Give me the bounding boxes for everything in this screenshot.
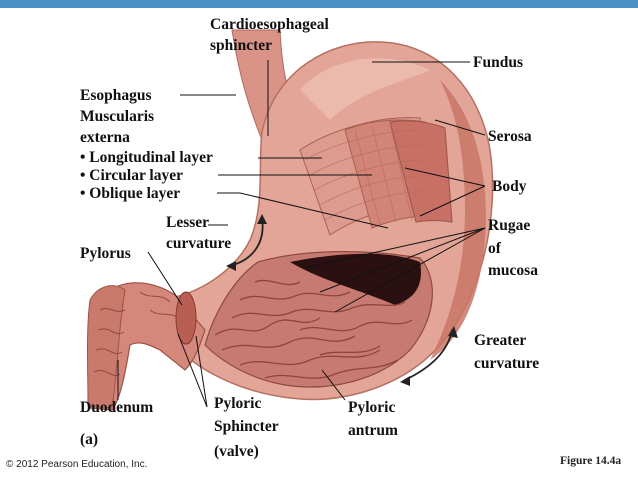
label-sphincter: sphincter bbox=[210, 37, 272, 54]
pyloric-sphincter bbox=[175, 291, 197, 345]
figure-caption: Figure 14.4a bbox=[560, 455, 622, 467]
label-pyloric-antrum-1: Pyloric bbox=[348, 399, 396, 416]
label-circular-layer: • Circular layer bbox=[80, 167, 183, 184]
panel-label: (a) bbox=[80, 431, 99, 448]
copyright-notice: © 2012 Pearson Education, Inc. bbox=[6, 459, 148, 470]
label-lesser: Lesser bbox=[166, 214, 210, 231]
label-of: of bbox=[488, 240, 501, 257]
label-body: Body bbox=[492, 178, 527, 195]
top-accent-bar bbox=[0, 0, 638, 8]
label-fundus: Fundus bbox=[473, 54, 523, 71]
label-pyloric-antrum-2: antrum bbox=[348, 422, 398, 439]
label-pylorus: Pylorus bbox=[80, 245, 131, 262]
label-mucosa: mucosa bbox=[488, 262, 538, 279]
label-oblique-layer: • Oblique layer bbox=[80, 185, 181, 202]
label-serosa: Serosa bbox=[488, 128, 532, 145]
label-pyloric-sphincter-3: (valve) bbox=[214, 443, 259, 460]
label-duodenum: Duodenum bbox=[80, 399, 154, 416]
label-longitudinal-layer: • Longitudinal layer bbox=[80, 149, 213, 166]
label-cardioesophageal: Cardioesophageal bbox=[210, 16, 329, 33]
label-curvature-greater: curvature bbox=[474, 355, 540, 372]
label-curvature-lesser: curvature bbox=[166, 235, 232, 252]
label-pyloric-sphincter-2: Sphincter bbox=[214, 418, 279, 435]
duodenum bbox=[87, 285, 126, 409]
label-greater: Greater bbox=[474, 332, 527, 349]
label-esophagus: Esophagus bbox=[80, 87, 152, 104]
label-pyloric-sphincter-1: Pyloric bbox=[214, 395, 262, 412]
label-externa: externa bbox=[80, 129, 130, 146]
label-rugae: Rugae bbox=[488, 217, 531, 234]
label-muscularis: Muscularis bbox=[80, 108, 155, 125]
